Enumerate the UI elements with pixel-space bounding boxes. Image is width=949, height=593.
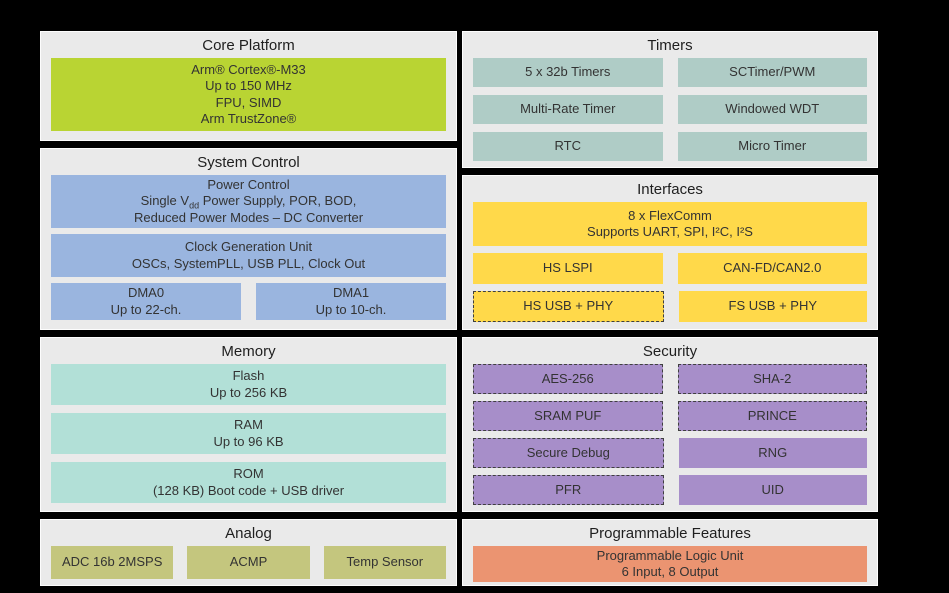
sha-2-block: SHA-2 <box>677 364 867 394</box>
programmable-logic-unit-block: Programmable Logic Unit 6 Input, 8 Outpu… <box>473 546 867 582</box>
analog-title: Analog <box>225 525 272 542</box>
core-line-3: FPU, SIMD <box>215 94 282 110</box>
micro-timer-block: Micro Timer <box>677 132 867 161</box>
aes-256-block: AES-256 <box>473 364 663 394</box>
fs-usb-phy-block: FS USB + PHY <box>678 291 867 322</box>
ram-block: RAM Up to 96 KB <box>51 413 446 454</box>
rng-block: RNG <box>678 438 867 468</box>
core-platform-panel: Core Platform Arm® Cortex®-M33 Up to 150… <box>40 31 457 141</box>
acmp-block: ACMP <box>187 546 310 579</box>
flash-block: Flash Up to 256 KB <box>51 364 446 405</box>
power-line-1: Power Control <box>207 176 290 192</box>
rom-block: ROM (128 KB) Boot code + USB driver <box>51 462 446 503</box>
sctimer-pwm-block: SCTimer/PWM <box>677 58 867 87</box>
power-control-block: Power Control Single Vdd Power Supply, P… <box>51 175 446 228</box>
pfr-block: PFR <box>473 475 664 505</box>
core-line-1: Arm® Cortex®-M33 <box>191 61 306 77</box>
hs-usb-phy-block: HS USB + PHY <box>473 291 664 322</box>
hs-lspi-block: HS LSPI <box>473 253 663 284</box>
system-control-title: System Control <box>197 154 300 171</box>
core-line-4: Arm TrustZone® <box>200 111 297 126</box>
clock-generation-block: Clock Generation Unit OSCs, SystemPLL, U… <box>51 234 446 277</box>
interfaces-panel: Interfaces 8 x FlexComm Supports UART, S… <box>462 175 878 330</box>
rtc-block: RTC <box>473 132 663 161</box>
timers-32b-block: 5 x 32b Timers <box>473 58 663 87</box>
dma0-block: DMA0 Up to 22-ch. <box>51 283 241 320</box>
flexcomm-block: 8 x FlexComm Supports UART, SPI, I²C, I²… <box>473 202 867 246</box>
security-title: Security <box>642 343 698 360</box>
can-fd-block: CAN-FD/CAN2.0 <box>677 253 867 284</box>
core-platform-title: Core Platform <box>202 37 295 54</box>
analog-panel: Analog ADC 16b 2MSPS ACMP Temp Sensor <box>40 519 457 586</box>
timers-panel: Timers 5 x 32b Timers SCTimer/PWM Multi-… <box>462 31 878 168</box>
clock-line-1: Clock Generation Unit <box>184 239 313 254</box>
clock-line-2: OSCs, SystemPLL, USB PLL, Clock Out <box>131 255 366 271</box>
programmable-features-title: Programmable Features <box>589 525 751 542</box>
windowed-wdt-block: Windowed WDT <box>677 95 867 124</box>
memory-title: Memory <box>221 343 276 360</box>
sram-puf-block: SRAM PUF <box>473 401 663 431</box>
timers-title: Timers <box>647 37 693 54</box>
interfaces-title: Interfaces <box>637 181 703 198</box>
power-line-3: Reduced Power Modes – DC Converter <box>133 209 364 225</box>
core-line-2: Up to 150 MHz <box>205 78 292 93</box>
secure-debug-block: Secure Debug <box>473 438 664 468</box>
prince-block: PRINCE <box>677 401 867 431</box>
temp-sensor-block: Temp Sensor <box>323 546 446 579</box>
multi-rate-timer-block: Multi-Rate Timer <box>473 95 663 124</box>
programmable-features-panel: Programmable Features Programmable Logic… <box>462 519 878 586</box>
power-line-2: Single Vdd Power Supply, POR, BOD, <box>140 193 357 211</box>
cortex-m33-block: Arm® Cortex®-M33 Up to 150 MHz FPU, SIMD… <box>51 58 446 131</box>
memory-panel: Memory Flash Up to 256 KB RAM Up to 96 K… <box>40 337 457 512</box>
system-control-panel: System Control Power Control Single Vdd … <box>40 148 457 330</box>
adc-block: ADC 16b 2MSPS <box>51 546 174 579</box>
uid-block: UID <box>678 475 867 505</box>
dma1-block: DMA1 Up to 10-ch. <box>256 283 446 320</box>
security-panel: Security AES-256 SHA-2 SRAM PUF PRINCE S… <box>462 337 878 512</box>
